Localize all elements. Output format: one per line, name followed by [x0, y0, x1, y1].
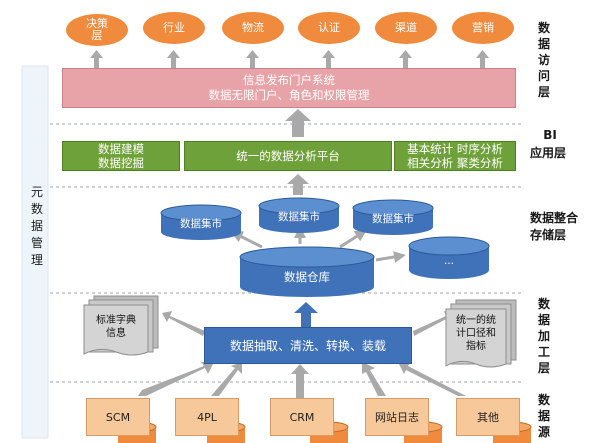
left-doc-arrow: [162, 311, 205, 336]
source-arrows: [138, 362, 466, 398]
source-layer-label: 数据源: [537, 393, 550, 439]
bi-layer-label-line1: BI: [543, 128, 557, 142]
access-oval-industry: 行业: [143, 12, 205, 44]
warehouse-cylinder: [239, 246, 375, 297]
access-oval-label: 物流: [242, 21, 264, 34]
bi-platform-label: 统一的数据分析平台: [236, 149, 340, 163]
processing-layer-label: 数据加工层: [537, 297, 550, 375]
source-box-other: 其他: [456, 398, 520, 436]
storage-layer-label: 数据整合存储层: [530, 210, 598, 244]
bi-modeling-label: 数据建模 数据挖掘: [98, 142, 144, 170]
bi-modeling-box: 数据建模 数据挖掘: [62, 141, 180, 171]
other-cylinder-label: ...: [443, 255, 454, 267]
source-label: 其他: [477, 411, 499, 424]
bi-layer-label: BI 应用层: [530, 126, 570, 162]
left-doc-stack: [83, 295, 159, 356]
access-oval-label: 认证: [318, 21, 340, 34]
etl-box: 数据抽取、清洗、转换、装载: [204, 327, 412, 364]
access-oval-marketing: 营销: [452, 12, 514, 44]
source-label: 4PL: [197, 410, 217, 424]
mart-label-3: 数据集市: [372, 213, 414, 225]
access-oval-label: 渠道: [395, 21, 417, 34]
access-oval-channel: 渠道: [375, 12, 437, 44]
left-doc-label: 标准字典 信息: [96, 315, 136, 339]
mart-cylinder-3: [352, 199, 434, 235]
other-cylinder: [408, 236, 490, 279]
meta-bracket: [21, 65, 49, 439]
warehouse-label: 数据仓库: [284, 270, 330, 284]
bi-to-portal-arrow: [285, 109, 311, 137]
bi-analysis-box: 基本统计 时序分析 相关分析 聚类分析: [394, 141, 516, 171]
source-label: 网站日志: [375, 411, 419, 424]
portal-box: 信息发布门户系统 数据无限门户、角色和权限管理: [62, 68, 516, 108]
bi-layer-label-line2: 应用层: [530, 146, 567, 160]
storage-to-bi-arrow: [287, 174, 309, 195]
access-oval-label: 决策层: [86, 17, 108, 42]
right-doc-stack: [445, 299, 517, 368]
source-label: CRM: [289, 410, 315, 424]
meta-label: 元数据管理: [30, 185, 43, 267]
mart-label-2: 数据集市: [278, 211, 320, 223]
etl-label: 数据抽取、清洗、转换、装载: [229, 339, 386, 353]
etl-up-arrow: [294, 302, 318, 327]
access-oval-certification: 认证: [298, 12, 360, 44]
storage-layer-label-line1: 数据整合: [530, 211, 579, 225]
access-oval-decision: 决策层: [66, 14, 128, 46]
mart-cylinder-2: [258, 197, 340, 233]
bi-analysis-label: 基本统计 时序分析 相关分析 聚类分析: [407, 142, 503, 170]
portal-subtitle: 数据无限门户、角色和权限管理: [208, 88, 370, 102]
portal-title: 信息发布门户系统: [243, 73, 335, 87]
mart-cylinder-1: [160, 204, 242, 240]
bi-platform-box: 统一的数据分析平台: [184, 141, 392, 171]
right-doc-arrow: [413, 311, 455, 336]
access-oval-label: 行业: [163, 21, 185, 34]
source-box-4pl: 4PL: [175, 398, 239, 436]
access-oval-label: 营销: [472, 21, 494, 34]
access-layer-label: 数据访问层: [537, 21, 550, 99]
source-box-crm: CRM: [270, 398, 334, 436]
storage-layer-label-line2: 存储层: [530, 228, 567, 242]
access-arrows: [90, 50, 489, 68]
warehouse-arrows: [230, 226, 406, 263]
right-doc-label: 统一的统 计口径和 指标: [456, 315, 496, 352]
source-box-scm: SCM: [86, 398, 150, 436]
source-box-weblog: 网站日志: [365, 398, 429, 436]
access-oval-logistics: 物流: [222, 12, 284, 44]
mart-label-1: 数据集市: [180, 218, 222, 230]
source-label: SCM: [105, 410, 131, 424]
